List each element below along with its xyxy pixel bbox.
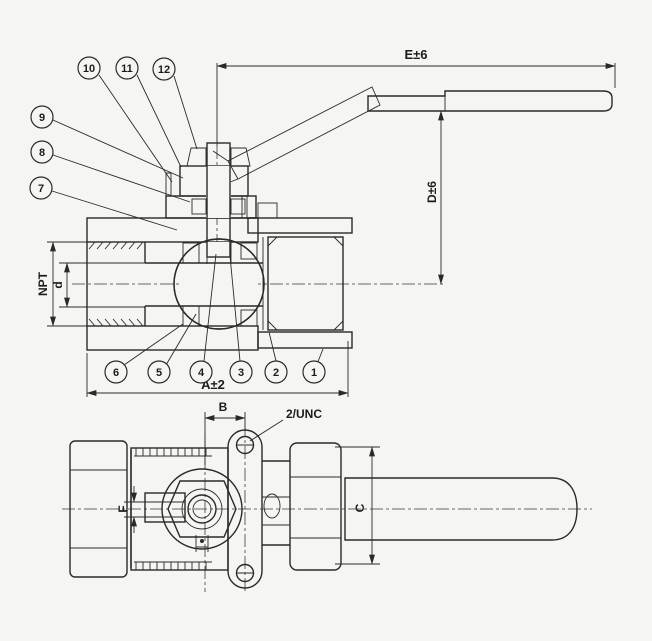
- thread-bands-plan: [134, 448, 212, 570]
- stem-boss-circle: [161, 468, 243, 550]
- callout-3: 3: [229, 360, 253, 384]
- stem-assembly: [165, 142, 278, 258]
- ball-assembly: [145, 238, 265, 330]
- seat-right-bottom: [240, 309, 258, 327]
- callout-5-label: 5: [156, 367, 162, 379]
- callout-10: 10: [77, 56, 101, 80]
- callout-4-label: 4: [198, 367, 205, 379]
- hex-nut-plan: [69, 440, 128, 578]
- gland-hex-plan: [167, 480, 237, 538]
- stem-circle: [187, 494, 217, 524]
- handle-bracket-arm: [262, 496, 290, 526]
- seat-left-top: [182, 242, 200, 264]
- stem-inner-circle: [192, 499, 212, 519]
- ball-outline: [173, 238, 265, 330]
- handle-side: [212, 86, 613, 185]
- stem-boss-plan: [144, 468, 243, 552]
- bracket-hole: [263, 493, 281, 519]
- callout-11: 11: [115, 56, 139, 80]
- right-port: [267, 236, 344, 331]
- handle-grip-plan: [344, 477, 578, 541]
- dim-d-label: D±6: [425, 181, 439, 203]
- callout-12: 12: [152, 57, 176, 81]
- callout-8: 8: [30, 140, 54, 164]
- dim-a-extensions: [86, 341, 349, 397]
- dim-bore-extensions: [59, 262, 145, 308]
- dim-e-extensions: [216, 63, 616, 146]
- callout-8-label: 8: [39, 147, 45, 159]
- bore-lines: [145, 262, 263, 307]
- callout-1: 1: [302, 360, 326, 384]
- handle-arm: [227, 86, 381, 180]
- section-view: E±6 D±6 A±2 NPT d 10 11 12 9 8 7 6 5 4: [29, 47, 616, 397]
- unc-leader: [249, 419, 284, 442]
- plan-dimensions: C B 2/UNC F: [116, 400, 380, 565]
- left-port: [88, 241, 146, 327]
- port-chamfers: [267, 236, 344, 331]
- callout-6-label: 6: [113, 367, 119, 379]
- leader-lines: [51, 74, 324, 366]
- callout-1-label: 1: [311, 367, 317, 379]
- callout-7-label: 7: [38, 183, 44, 195]
- packing-left: [191, 198, 207, 215]
- callout-9: 9: [30, 105, 54, 129]
- right-port-outline: [267, 236, 344, 331]
- stem-width-marks: [195, 535, 209, 552]
- seat-right-top: [240, 242, 258, 260]
- callout-9-label: 9: [39, 112, 45, 124]
- callout-5: 5: [147, 360, 171, 384]
- body-mid-edges: [262, 460, 290, 546]
- bolt-hole-crosses: [236, 444, 254, 574]
- stop-pin-housing: [257, 202, 278, 219]
- callout-4: 4: [189, 360, 213, 384]
- stem-slot: [207, 242, 231, 264]
- callout-10-label: 10: [83, 63, 95, 75]
- npt-label: NPT: [36, 271, 50, 296]
- callouts: 10 11 12 9 8 7 6 5 4 3 2 1: [29, 56, 326, 384]
- callout-7: 7: [29, 176, 53, 200]
- callout-3-label: 3: [238, 367, 244, 379]
- dim-b-label: B: [219, 400, 228, 414]
- callout-2-label: 2: [273, 367, 279, 379]
- stem-flats-inner-lines: [145, 501, 185, 518]
- callout-12-label: 12: [158, 64, 170, 76]
- gland-circle: [181, 488, 223, 530]
- callout-2: 2: [264, 360, 288, 384]
- ball-bore: [182, 264, 258, 306]
- thread-ticks-top: [88, 241, 144, 250]
- packing-right: [230, 198, 246, 215]
- callout-6: 6: [104, 360, 128, 384]
- body-bottom-wall: [86, 325, 259, 351]
- section-dimensions: E±6 D±6 A±2 NPT d: [36, 47, 616, 397]
- handle-grip-side: [367, 90, 613, 112]
- stem-flats-plan: [144, 492, 186, 523]
- body-right-bottom-wall: [257, 331, 353, 349]
- unc-label: 2/UNC: [286, 407, 322, 421]
- stem-width-dot: [200, 539, 204, 543]
- bonnet-details: [165, 172, 248, 218]
- stem-channel: [206, 166, 231, 218]
- hex-nut-flats: [70, 469, 127, 549]
- bonnet-hex-plan: [289, 442, 342, 571]
- bonnet-hex-flats: [290, 476, 341, 539]
- plan-view: C B 2/UNC F: [62, 400, 592, 594]
- body-top-wall: [86, 217, 259, 243]
- seat-left-bottom: [182, 305, 200, 327]
- dim-c-label: C: [353, 503, 367, 512]
- thread-ticks-bottom: [88, 318, 144, 327]
- stem: [206, 142, 231, 258]
- packing-nut-left: [186, 147, 207, 167]
- packing-nut-right: [230, 147, 251, 167]
- dim-f-label: F: [116, 505, 130, 512]
- callout-11-label: 11: [121, 63, 133, 75]
- dim-e-label: E±6: [404, 47, 427, 62]
- mounting-plate-section: [247, 217, 353, 234]
- bore-d-label: d: [51, 281, 65, 288]
